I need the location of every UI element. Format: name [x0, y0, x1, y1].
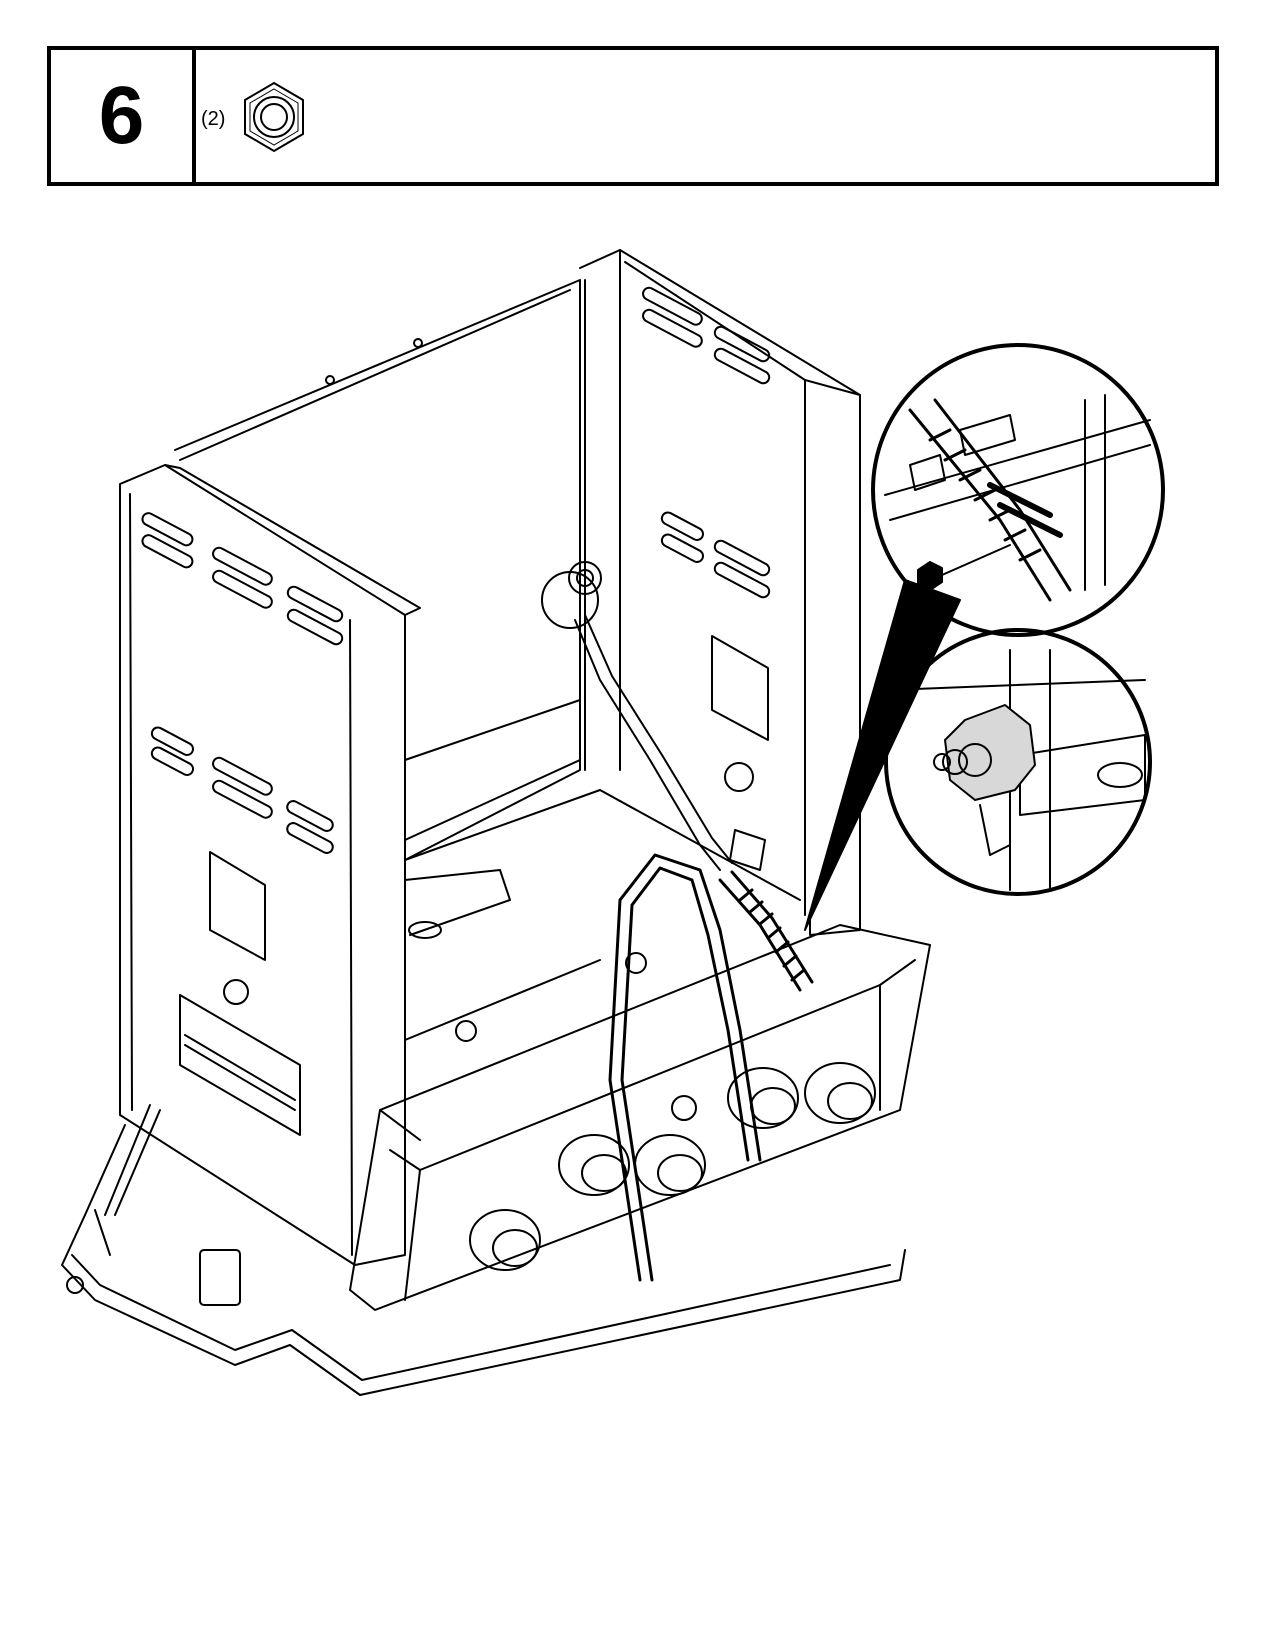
wheel-icon [66, 1276, 84, 1294]
corrugated-manifold-hose [718, 870, 814, 992]
control-panel [349, 924, 931, 1311]
parts-list: (2) [197, 50, 1215, 182]
control-knob [804, 1062, 876, 1124]
right-side-panel [579, 249, 861, 936]
igniter-button [671, 1095, 697, 1121]
control-knob [727, 1067, 799, 1129]
detail-callout-nut-fitting [884, 628, 1152, 896]
control-knob [558, 1134, 630, 1196]
base-tray [61, 1104, 906, 1396]
callout-pointer [804, 579, 961, 931]
back-panel [174, 279, 581, 861]
detail-callout-hose-connection [871, 343, 1165, 637]
control-knobs [469, 1062, 876, 1271]
step-header: 6 (2) [47, 46, 1219, 186]
hose-grommet [724, 762, 754, 792]
gas-hose [608, 853, 762, 1282]
foot-bracket [199, 1249, 241, 1306]
step-number: 6 [98, 70, 145, 161]
mounting-bracket [729, 829, 766, 871]
left-side-panel [119, 464, 421, 1266]
control-knob [469, 1209, 541, 1271]
gas-regulator [541, 561, 733, 871]
part-quantity: (2) [201, 108, 226, 130]
bottom-shelf [404, 789, 801, 1042]
control-knob [634, 1134, 706, 1196]
step-number-cell: 6 [51, 50, 196, 182]
hex-nut-icon [244, 81, 304, 153]
